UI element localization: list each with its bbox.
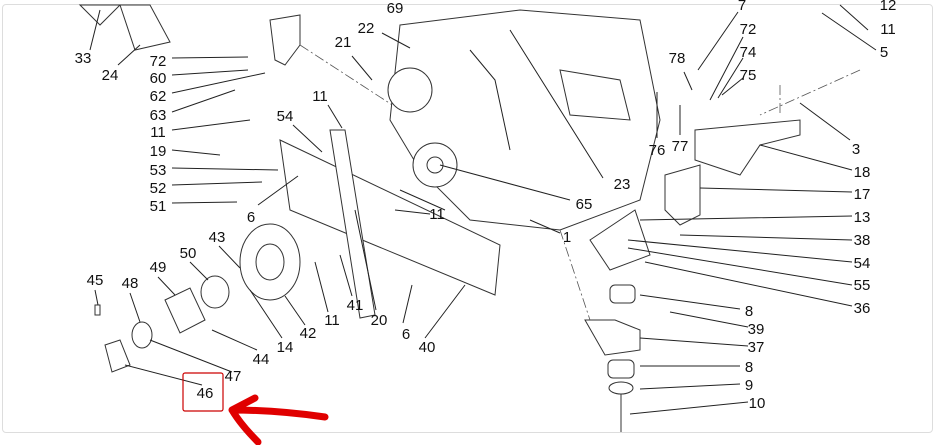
part-label: 53 xyxy=(150,162,167,179)
part-label: 41 xyxy=(347,297,364,314)
part-label: 33 xyxy=(75,50,92,67)
part-label: 11 xyxy=(150,124,166,141)
part-label: 50 xyxy=(180,245,197,262)
part-label: 40 xyxy=(419,339,436,356)
part-label: 18 xyxy=(854,164,871,181)
diagram-parts xyxy=(78,4,861,432)
part-label: 63 xyxy=(150,107,167,124)
part-label: 77 xyxy=(672,138,689,155)
part-label: 72 xyxy=(150,53,167,70)
part-label: 43 xyxy=(209,229,226,246)
part-label: 11 xyxy=(880,21,896,38)
red-arrow xyxy=(228,394,329,445)
part-label: 20 xyxy=(371,312,388,329)
part-label: 11 xyxy=(324,312,340,329)
part-label: 8 xyxy=(745,359,753,376)
part-label: 22 xyxy=(358,20,375,37)
part-label: 11 xyxy=(429,206,445,223)
part-label: 44 xyxy=(253,351,270,368)
part-label: 51 xyxy=(150,198,167,215)
part-label: 54 xyxy=(854,255,871,272)
part-label: 39 xyxy=(748,321,765,338)
part-label: 72 xyxy=(740,21,757,38)
part-label: 21 xyxy=(335,34,352,51)
part-label: 5 xyxy=(880,44,888,61)
highlight-box xyxy=(182,372,224,412)
part-label: 46 xyxy=(197,385,214,402)
part-label: 36 xyxy=(854,300,871,317)
part-label: 17 xyxy=(854,186,871,203)
part-label: 42 xyxy=(300,325,317,342)
part-label: 52 xyxy=(150,180,167,197)
part-label: 13 xyxy=(854,209,871,226)
part-label: 9 xyxy=(745,377,753,394)
part-label: 38 xyxy=(854,232,871,249)
part-label: 37 xyxy=(748,339,765,356)
part-label: 6 xyxy=(402,326,410,343)
part-label: 1 xyxy=(563,229,571,246)
part-label: 45 xyxy=(87,272,104,289)
part-label: 3 xyxy=(852,141,860,158)
part-label: 55 xyxy=(854,277,871,294)
part-label: 12 xyxy=(880,0,897,14)
part-label: 23 xyxy=(614,176,631,193)
part-label: 76 xyxy=(649,142,666,159)
part-label: 54 xyxy=(277,108,294,125)
part-label: 7 xyxy=(738,0,746,14)
part-label: 62 xyxy=(150,88,167,105)
part-label: 60 xyxy=(150,70,167,87)
part-label: 6 xyxy=(247,209,255,226)
part-label: 8 xyxy=(745,303,753,320)
part-label: 78 xyxy=(669,50,686,67)
part-label: 14 xyxy=(277,339,294,356)
part-label: 19 xyxy=(150,143,167,160)
part-label: 75 xyxy=(740,67,757,84)
part-label: 10 xyxy=(749,395,766,412)
part-label: 69 xyxy=(387,0,404,17)
leader-lines xyxy=(89,4,877,415)
part-label: 49 xyxy=(150,259,167,276)
part-label: 48 xyxy=(122,275,139,292)
part-label: 47 xyxy=(225,368,242,385)
part-label: 24 xyxy=(102,67,119,84)
part-label: 11 xyxy=(312,88,328,105)
part-label: 74 xyxy=(740,44,757,61)
part-labels: 33 24 72 60 62 63 11 19 53 52 51 6 54 11… xyxy=(75,0,897,412)
part-label: 65 xyxy=(576,196,593,213)
